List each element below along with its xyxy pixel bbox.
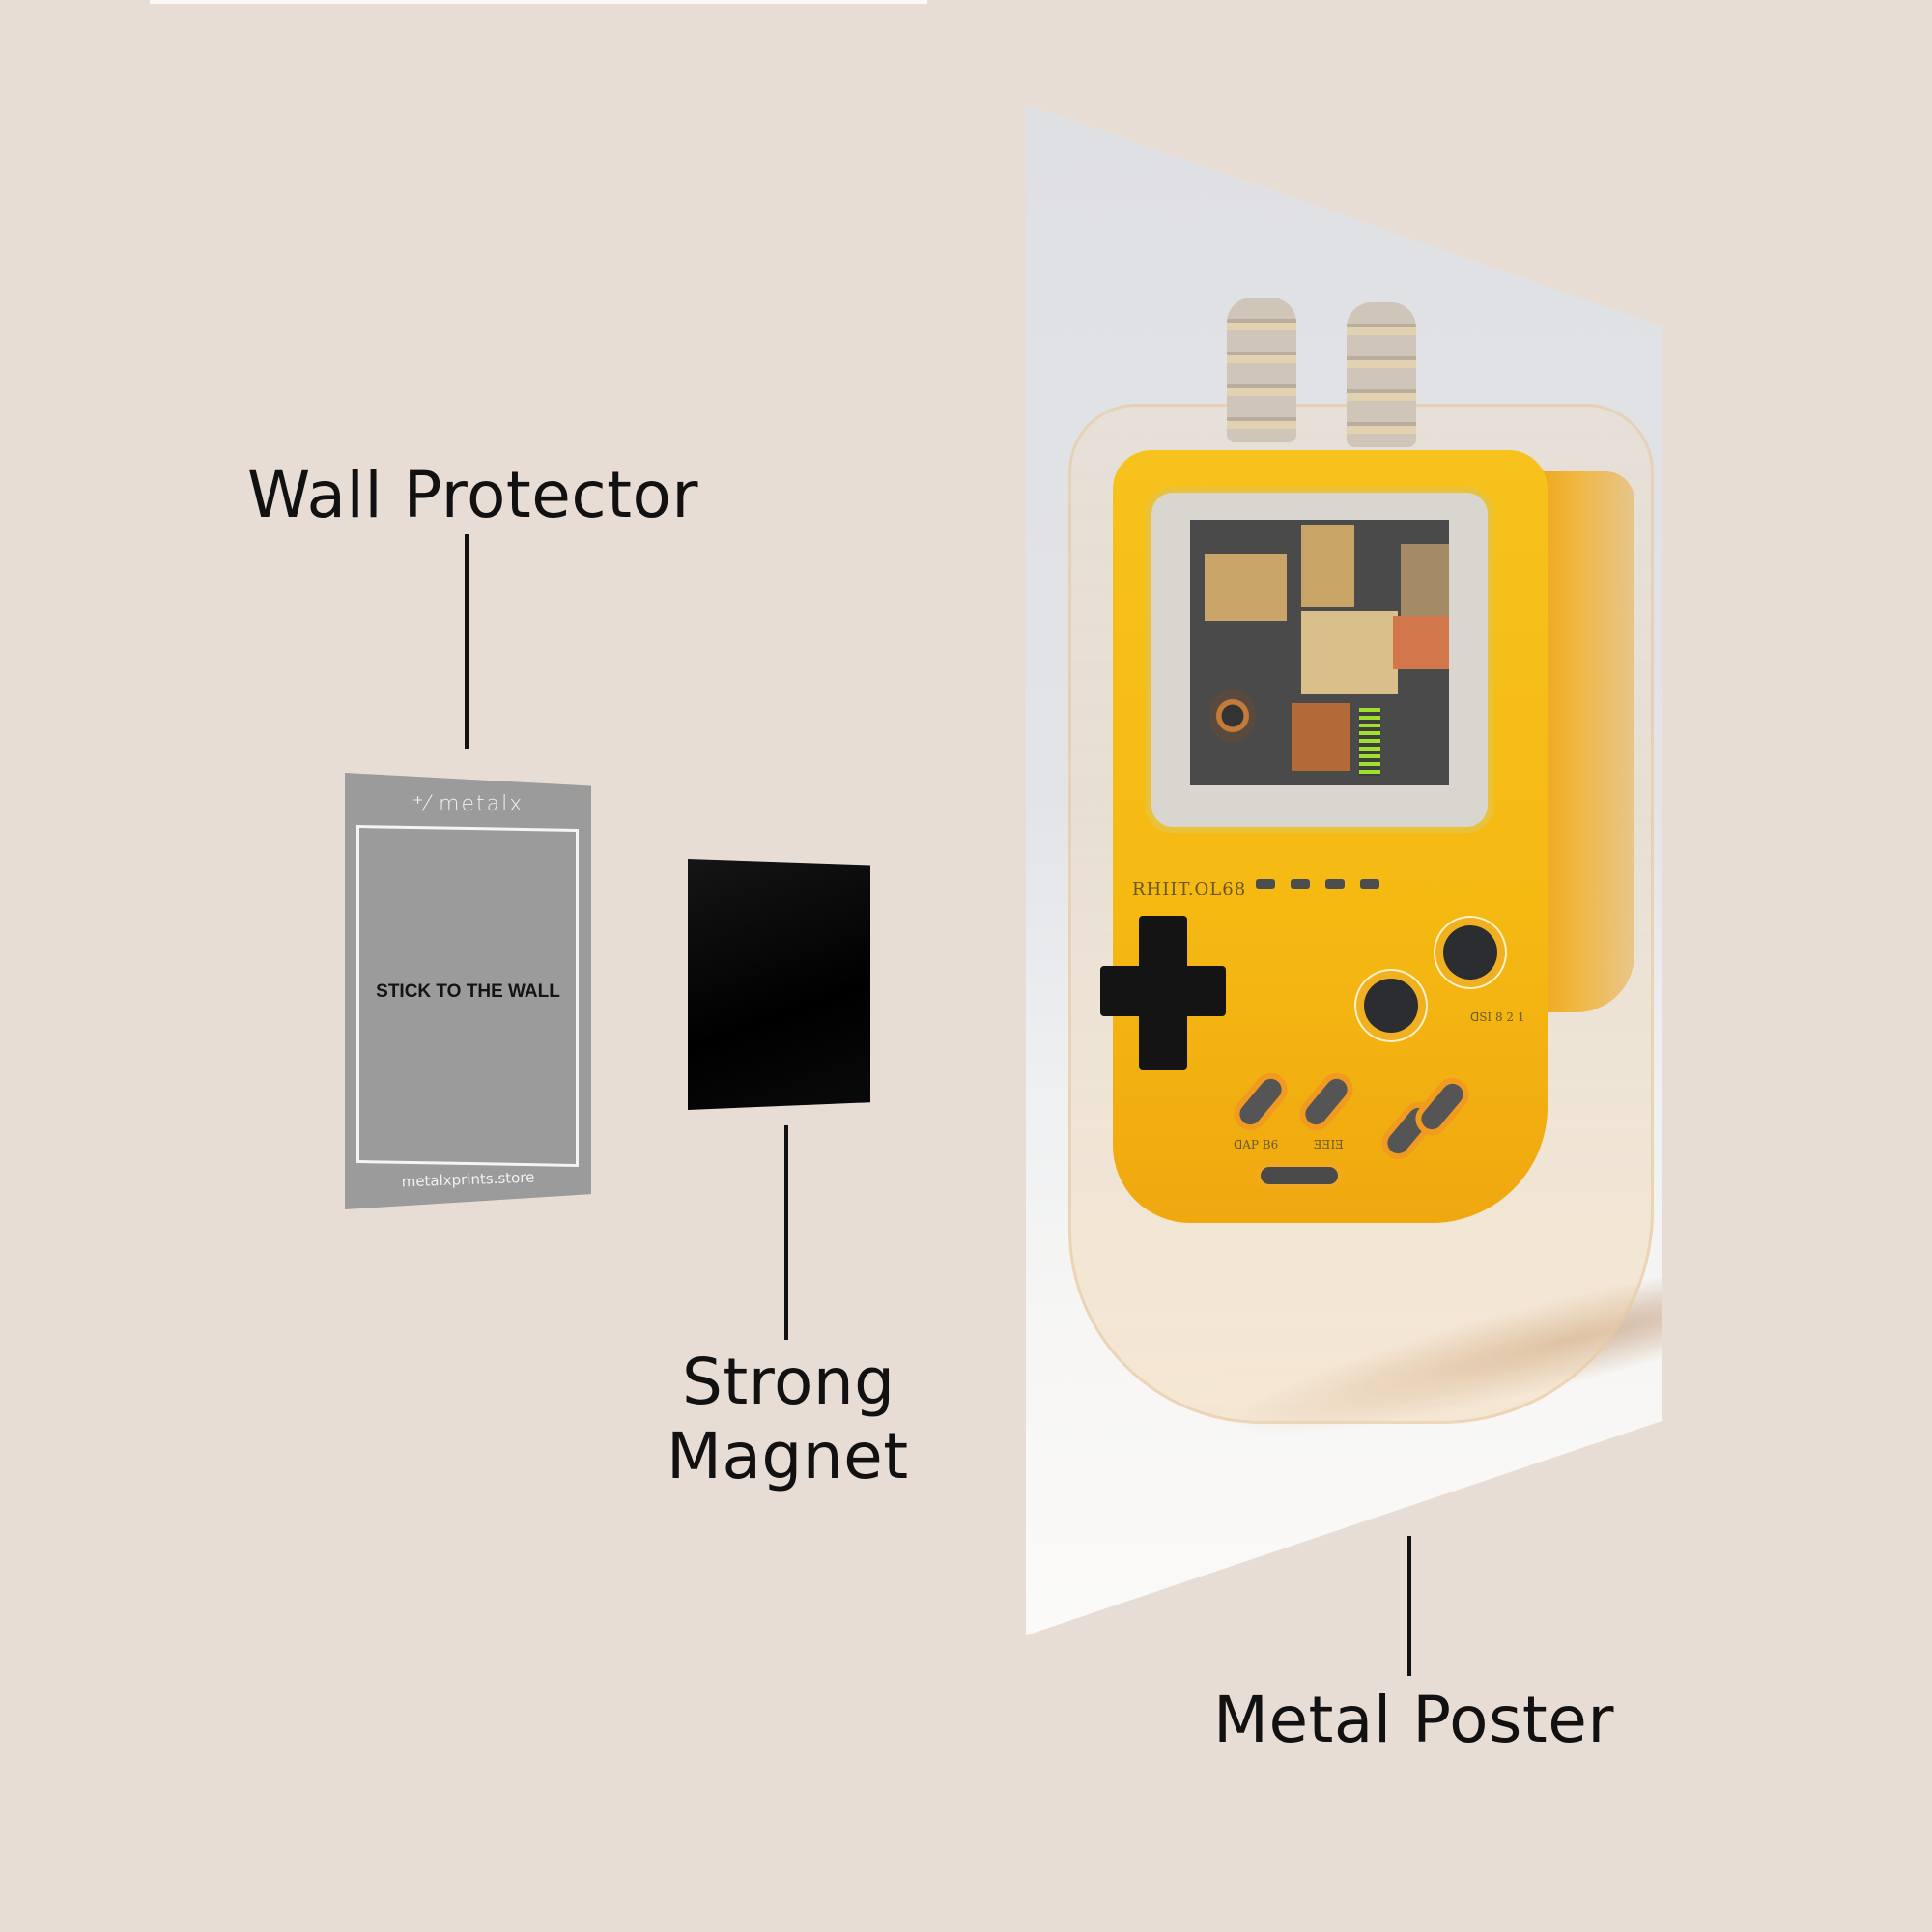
protector-brand-text: metalx xyxy=(439,792,525,816)
device-screen xyxy=(1190,520,1449,785)
metalx-logo-icon: ⁺⁄ xyxy=(412,792,432,816)
speaker-grille-icon xyxy=(1261,1167,1338,1184)
wall-protector-label: Wall Protector xyxy=(247,458,699,532)
device-print-right: ᗡSI 8 2 1 xyxy=(1470,1010,1525,1024)
screen-panel-a xyxy=(1205,554,1287,621)
strong-magnet-plate xyxy=(688,859,870,1110)
indicator-dot xyxy=(1291,879,1310,889)
screen-knob-graphic xyxy=(1209,689,1256,743)
protector-brand: ⁺⁄ metalx xyxy=(345,792,591,816)
dpad-icon xyxy=(1100,916,1226,1070)
top-connector-left xyxy=(1227,298,1296,442)
wall-protector-card: ⁺⁄ metalx STICK TO THE WALL metalxprints.… xyxy=(345,773,591,1209)
indicator-dot xyxy=(1325,879,1345,889)
protector-website: metalxprints.store xyxy=(401,1168,535,1191)
screen-panel-e xyxy=(1393,616,1449,669)
screen-chip-graphic xyxy=(1292,703,1350,771)
b-button-icon xyxy=(1364,979,1418,1033)
metal-poster-label: Metal Poster xyxy=(1213,1683,1615,1757)
screen-panel-c xyxy=(1301,611,1398,694)
metal-poster: RHIIT.OL68 ᗡSI 8 2 1 ᗡAP B6 ƎƎIƎ xyxy=(1026,104,1662,1635)
strong-magnet-label-line1: Strong xyxy=(682,1345,895,1419)
screen-green-coil xyxy=(1359,708,1380,776)
device-print-bottom-left: ᗡAP B6 xyxy=(1234,1138,1279,1151)
screen-panel-b xyxy=(1301,525,1354,607)
wall-protector-leader-line xyxy=(465,534,469,749)
device-print-bottom-right: ƎƎIƎ xyxy=(1314,1138,1345,1151)
metal-poster-leader-line xyxy=(1407,1536,1411,1676)
indicator-dot xyxy=(1256,879,1275,889)
stick-to-wall-text: STICK TO THE WALL xyxy=(376,981,560,1002)
top-edge-strip xyxy=(150,0,927,4)
device-brand-print: RHIIT.OL68 xyxy=(1132,879,1247,899)
indicator-dot xyxy=(1360,879,1379,889)
device-indicator-dots xyxy=(1256,879,1379,889)
strong-magnet-label-line2: Magnet xyxy=(667,1419,909,1493)
top-connector-right xyxy=(1347,302,1416,447)
a-button-icon xyxy=(1443,925,1497,980)
dpad-horizontal xyxy=(1100,966,1226,1016)
strong-magnet-leader-line xyxy=(784,1125,788,1340)
